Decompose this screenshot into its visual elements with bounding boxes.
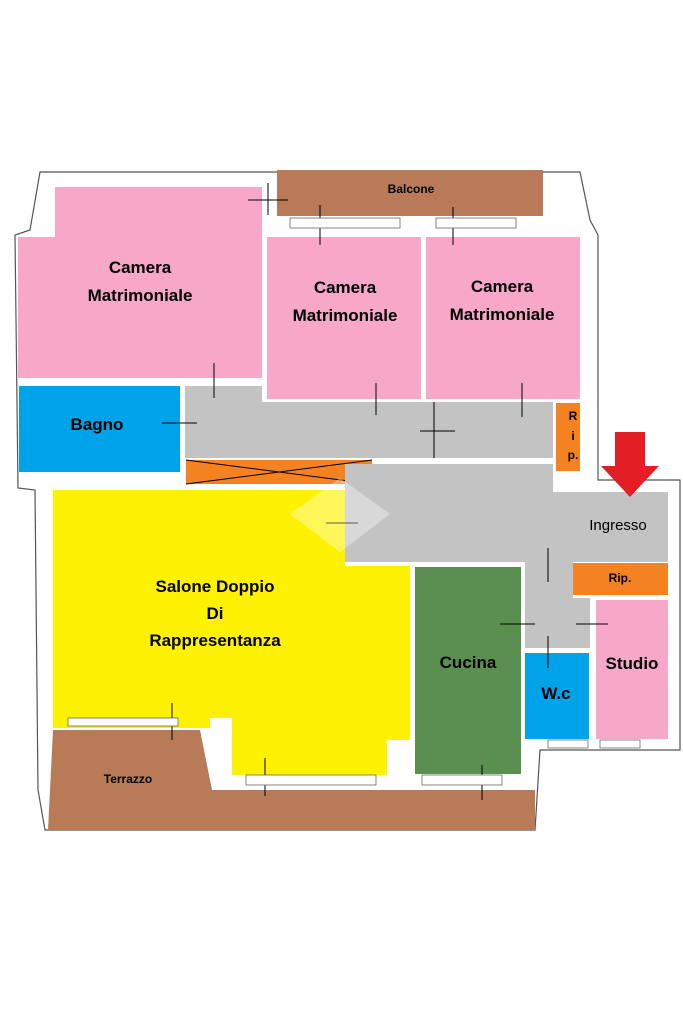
camera-matrimoniale-2 <box>267 237 421 399</box>
rip-label: Rip. <box>609 571 632 585</box>
balcone-label: Balcone <box>388 182 435 196</box>
down-arrow-icon <box>601 432 659 497</box>
camera3-label-line1: Camera <box>471 277 534 296</box>
rip-vertical-p: p. <box>568 448 579 462</box>
ripostiglio-vertical <box>556 403 580 471</box>
ingresso-label: Ingresso <box>589 517 647 534</box>
studio-label: Studio <box>606 654 659 673</box>
salone <box>53 490 410 775</box>
studio <box>596 600 668 739</box>
camera2-label-line1: Camera <box>314 278 377 297</box>
camera1-label-line2: Matrimoniale <box>88 286 193 305</box>
camera3-label-line2: Matrimoniale <box>450 305 555 324</box>
wc <box>525 653 589 739</box>
cucina-label: Cucina <box>440 653 497 672</box>
camera-matrimoniale-1 <box>18 187 262 378</box>
camera2-label-line2: Matrimoniale <box>293 306 398 325</box>
door-markers <box>162 183 608 800</box>
camera1-label-line1: Camera <box>109 258 172 277</box>
rip-vertical-r: R <box>569 409 578 423</box>
cucina <box>415 567 521 774</box>
bagno-label: Bagno <box>71 415 124 434</box>
salone-label-line2: Di <box>207 604 224 623</box>
logo-watermark-icon <box>290 478 390 552</box>
ripostiglio <box>573 563 668 595</box>
rip-vertical-i: i <box>571 429 574 443</box>
terrazzo-label: Terrazzo <box>104 772 152 786</box>
window-strips <box>67 217 641 786</box>
bagno <box>19 386 180 472</box>
ingresso <box>345 464 668 648</box>
corridor <box>185 386 553 458</box>
camera-matrimoniale-3 <box>426 237 580 399</box>
salone-label-line3: Rappresentanza <box>149 631 281 650</box>
balcone-area <box>277 170 543 216</box>
terrazzo <box>48 730 535 830</box>
wc-label: W.c <box>541 684 570 703</box>
salone-label-line1: Salone Doppio <box>156 577 275 596</box>
